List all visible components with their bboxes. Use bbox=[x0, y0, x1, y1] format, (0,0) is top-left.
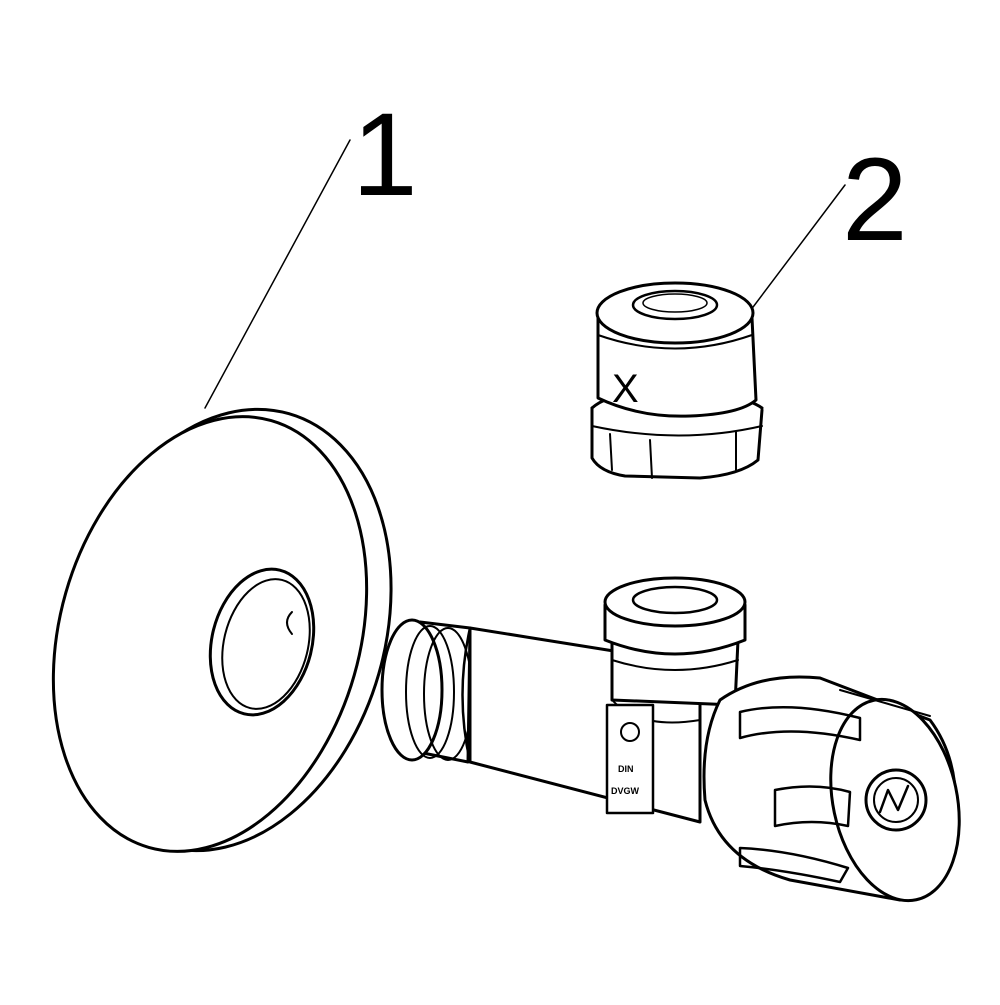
angle-valve: DIN DVGW bbox=[380, 576, 961, 903]
valve-logo-icon bbox=[620, 722, 640, 742]
rosette-flange bbox=[51, 407, 393, 853]
compression-nut: X bbox=[590, 281, 764, 480]
leader-line-1 bbox=[204, 139, 351, 409]
valve-label-din: DIN bbox=[618, 764, 634, 774]
callout-number-1: 1 bbox=[352, 89, 418, 221]
valve-handwheel bbox=[702, 675, 961, 903]
nut-marking-x: X bbox=[612, 367, 639, 411]
leader-line-2 bbox=[737, 184, 846, 328]
valve-label-dvgw: DVGW bbox=[611, 786, 640, 796]
valve-label-plate bbox=[605, 703, 655, 815]
callout-number-2: 2 bbox=[842, 134, 908, 266]
